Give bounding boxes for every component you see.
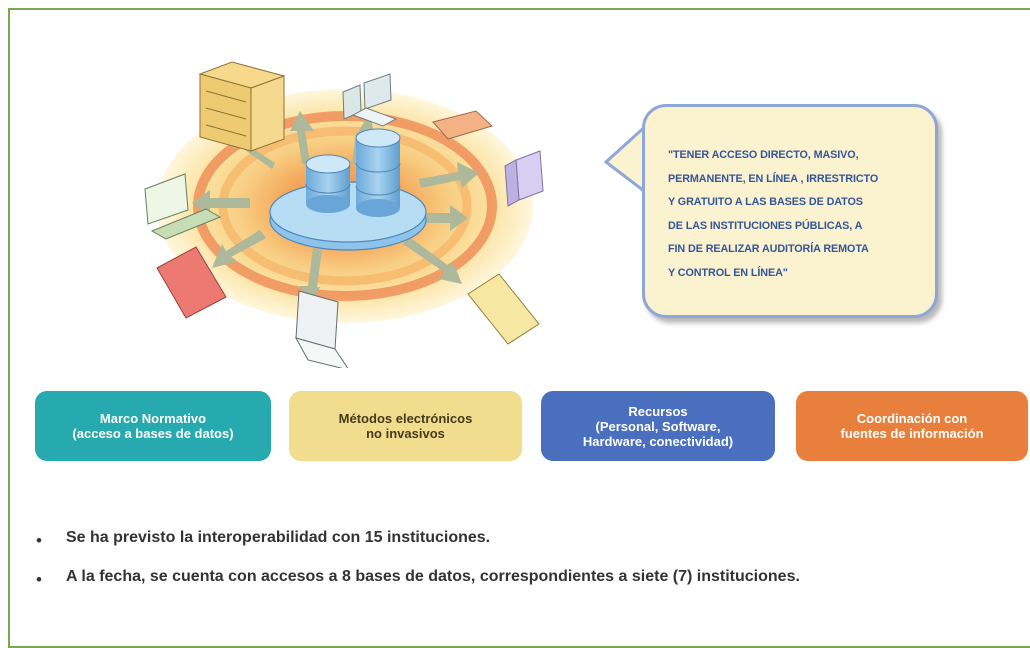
desktop-computer-icon — [342, 73, 398, 127]
bullet-dot: • — [36, 570, 42, 589]
pillar-metodos-electronicos: Métodos electrónicos no invasivos — [289, 391, 522, 461]
pillar-title: Recursos — [628, 403, 688, 419]
callout-line: Y GRATUITO A LAS BASES DE DATOS — [668, 196, 863, 209]
bullet-text: Se ha previsto la interoperabilidad con … — [66, 529, 491, 546]
callout-line: "TENER ACCESO DIRECTO, MASIVO, — [668, 149, 859, 161]
monitor-icon — [144, 173, 222, 240]
bullet-text: A la fecha, se cuenta con accesos a 8 ba… — [66, 568, 800, 585]
pillar-subtitle: (acceso a bases de datos) — [72, 426, 234, 441]
laptop-icon — [294, 290, 349, 368]
database-icon — [269, 128, 427, 251]
network-diagram — [144, 61, 544, 368]
pillar-subtitle: no invasivos — [366, 426, 445, 441]
pillar-title: Coordinación con — [856, 411, 968, 426]
pillar-coordinacion: Coordinación con fuentes de información — [796, 391, 1028, 461]
pillar-title: Marco Normativo — [99, 411, 207, 426]
bullet-dot: • — [36, 531, 42, 550]
callout: "TENER ACCESO DIRECTO, MASIVO, PERMANENT… — [604, 104, 940, 322]
pillar-recursos: Recursos (Personal, Software, Hardware, … — [541, 391, 775, 461]
tablet-red-icon — [156, 246, 227, 319]
pillar-subtitle: Hardware, conectividad) — [582, 433, 734, 449]
callout-box — [642, 104, 938, 318]
pillar-marco-normativo: Marco Normativo (acceso a bases de datos… — [35, 391, 271, 461]
bullet-item: • A la fecha, se cuenta con accesos a 8 … — [36, 568, 1016, 607]
callout-line: DE LAS INSTITUCIONES PÚBLICAS, A — [668, 219, 863, 232]
keyboard-icon — [432, 110, 493, 140]
pillar-subtitle: fuentes de información — [840, 426, 984, 441]
callout-line: PERMANENTE, EN LÍNEA , IRRESTRICTO — [668, 172, 879, 185]
bullet-list: • Se ha previsto la interoperabilidad co… — [36, 529, 1016, 607]
callout-text: "TENER ACCESO DIRECTO, MASIVO, PERMANENT… — [668, 144, 938, 286]
callout-line: Y CONTROL EN LÍNEA" — [668, 266, 788, 279]
external-drive-icon — [504, 150, 544, 207]
pillar-subtitle: (Personal, Software, — [595, 418, 721, 434]
tablet-yellow-icon — [467, 273, 540, 345]
callout-line: FIN DE REALIZAR AUDITORÍA REMOTA — [668, 243, 869, 256]
pillar-title: Métodos electrónicos — [338, 411, 473, 426]
server-rack-icon — [198, 61, 286, 152]
bullet-item: • Se ha previsto la interoperabilidad co… — [36, 529, 1016, 568]
